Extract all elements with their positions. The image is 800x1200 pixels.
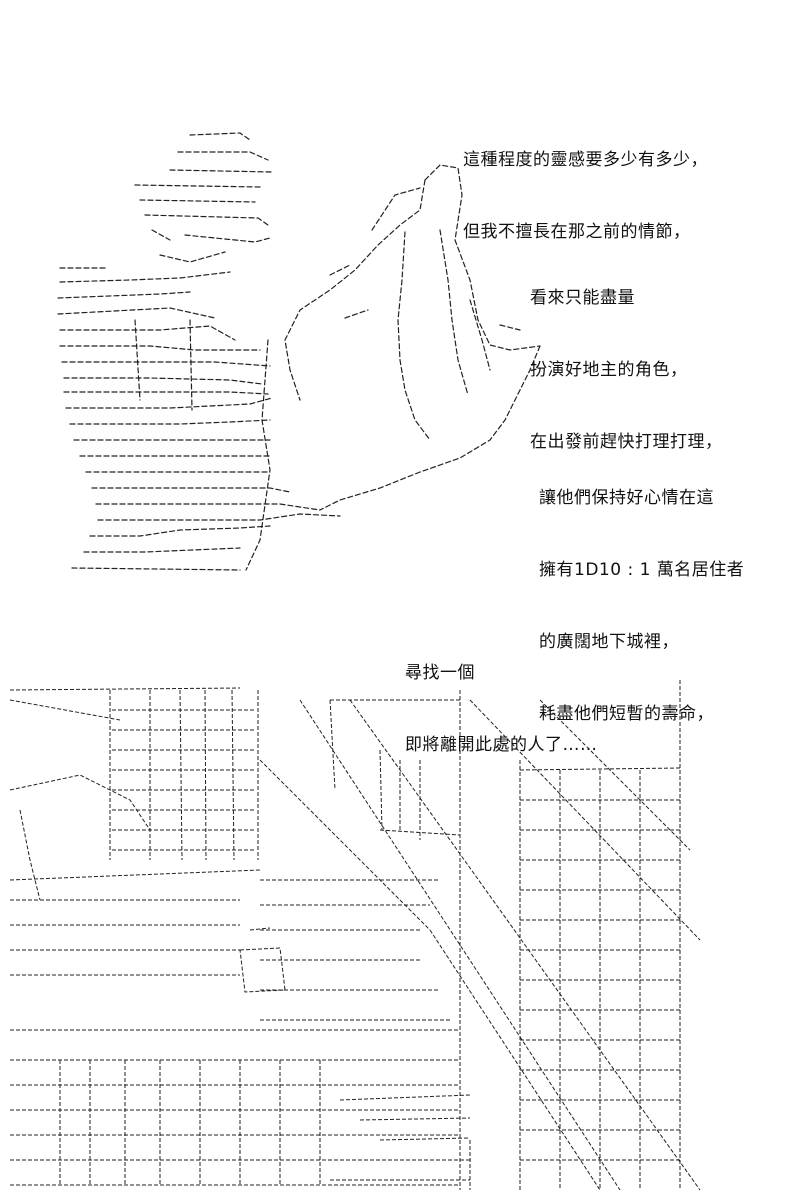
caption-line: 即將離開此處的人了……	[405, 735, 598, 755]
caption-dungeon-residents: 讓他們保持好心情在這 擁有1D10 : 1 萬名居住者 的廣闊地下城裡， 耗盡他…	[539, 438, 744, 774]
caption-line: 在出發前趕快打理打理，	[530, 432, 723, 452]
caption-line: 這種程度的靈感要多少有多少，	[463, 150, 708, 170]
caption-line: 的廣闊地下城裡，	[539, 632, 679, 652]
caption-line: 看來只能盡量	[530, 288, 635, 308]
caption-line: 讓他們保持好心情在這	[539, 488, 714, 508]
caption-landlord-role: 看來只能盡量 扮演好地主的角色， 在出發前趕快打理打理，	[530, 238, 723, 502]
caption-line: 但我不擅長在那之前的情節，	[463, 222, 691, 242]
caption-line: 扮演好地主的角色，	[530, 360, 688, 380]
caption-line: 尋找一個	[405, 663, 475, 683]
caption-inspiration: 這種程度的靈感要多少有多少， 但我不擅長在那之前的情節，	[463, 100, 708, 292]
caption-search-leaver: 尋找一個 即將離開此處的人了……	[405, 613, 598, 805]
caption-line: 擁有1D10 : 1 萬名居住者	[539, 560, 745, 580]
caption-line: 耗盡他們短暫的壽命，	[539, 704, 714, 724]
character-with-raised-hand-art	[57, 132, 541, 571]
